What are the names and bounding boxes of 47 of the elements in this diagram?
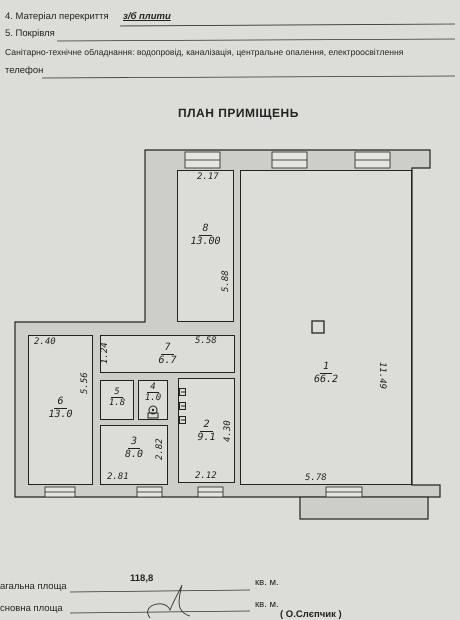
dimension-label: 11.49 xyxy=(377,362,386,390)
plan-title: ПЛАН ПРИМІЩЕНЬ xyxy=(178,106,299,120)
dimension-label: 2.82 xyxy=(156,438,165,460)
form-field-label: телефон xyxy=(5,66,44,76)
room-number: 1 xyxy=(320,361,332,374)
room-outline xyxy=(100,380,134,420)
room-number: 4 xyxy=(147,382,159,394)
room-area: 1.8 xyxy=(108,398,126,409)
dimension-label: 2.40 xyxy=(34,338,56,347)
form-field-label: сновна площа xyxy=(0,604,63,614)
form-field-label: 4. Матеріал перекриття xyxy=(5,12,109,22)
room-number: 8 xyxy=(199,223,212,236)
room-outline xyxy=(178,378,235,483)
dimension-label: 2.17 xyxy=(197,173,219,182)
room-area: 9.1 xyxy=(197,432,216,443)
dimension-label: 5.56 xyxy=(81,372,90,394)
room-outline xyxy=(100,425,168,485)
unit-label: кв. м. xyxy=(255,578,279,588)
form-field-value: 118,8 xyxy=(130,574,154,584)
unit-label: кв. м. xyxy=(255,600,279,610)
dimension-label: 5.78 xyxy=(305,474,327,483)
form-field-label: агальна площа xyxy=(0,582,67,592)
dimension-label: 5.88 xyxy=(222,270,231,292)
form-field-label: 5. Покрівля xyxy=(5,29,55,38)
room-outline xyxy=(240,170,412,485)
signatory-name: ( О.Слєпчик ) xyxy=(280,610,342,620)
room-number: 7 xyxy=(161,342,174,354)
dimension-label: 4.30 xyxy=(224,420,233,442)
room-number: 5 xyxy=(111,387,123,398)
room-number: 2 xyxy=(200,419,213,432)
room-area: 6.7 xyxy=(158,354,177,366)
room-outline xyxy=(28,335,93,485)
room-area: 1.0 xyxy=(144,393,162,404)
form-field-value: з/б плити xyxy=(123,12,171,22)
room-area: 13.00 xyxy=(190,236,221,247)
room-area: 66.2 xyxy=(314,374,338,385)
room-outline xyxy=(100,335,235,373)
equipment-list: Санітарно-технічне обладнання: водопровід, каналізація, центральне опалення, електроосвітлення xyxy=(5,48,404,57)
dimension-label: 2.12 xyxy=(195,472,217,481)
room-outline xyxy=(138,380,168,420)
room-area: 13.0 xyxy=(48,408,73,420)
room-outline xyxy=(177,170,234,322)
dimension-label: 5.58 xyxy=(195,337,217,346)
room-number: 3 xyxy=(128,436,140,448)
dimension-label: 2.81 xyxy=(107,473,129,482)
room-number: 6 xyxy=(54,396,67,408)
room-area: 8.0 xyxy=(124,448,144,460)
